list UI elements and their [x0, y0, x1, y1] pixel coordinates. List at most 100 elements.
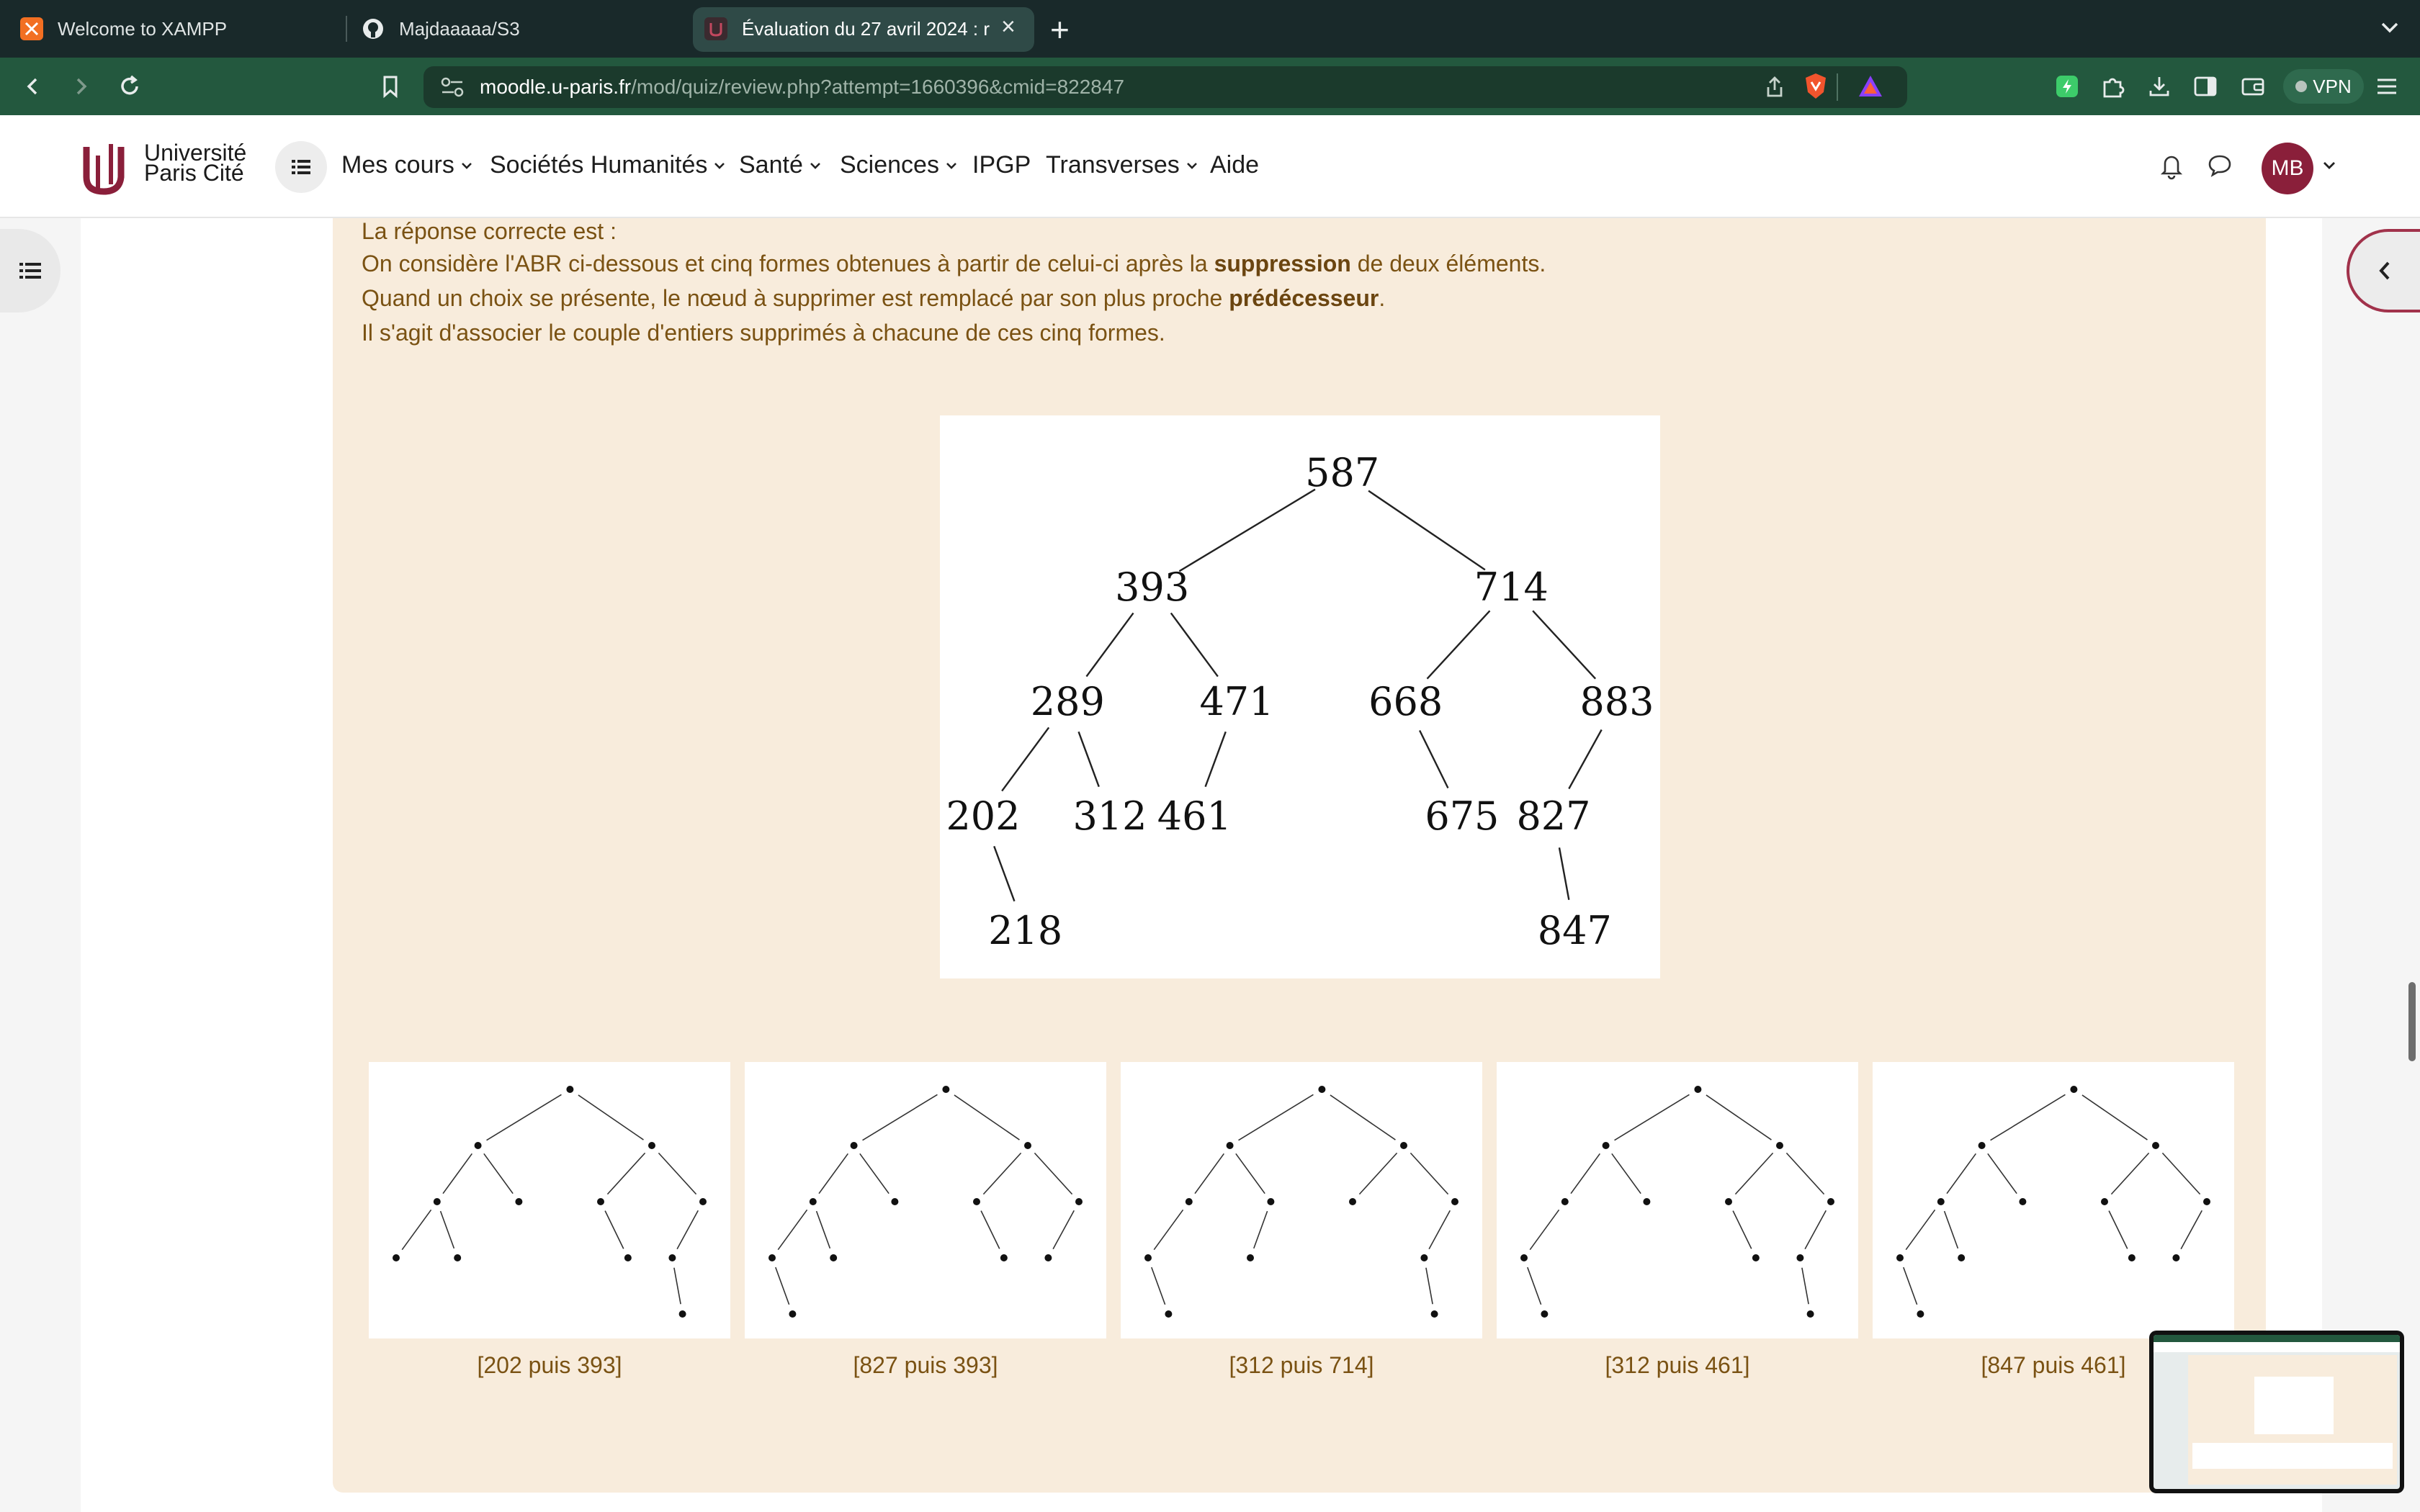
forward-icon[interactable]: [66, 72, 95, 101]
screenshot-thumbnail[interactable]: [2149, 1331, 2404, 1493]
tree-edge: [859, 1153, 889, 1194]
tree-edge: [1804, 1210, 1827, 1250]
shape-5-answer: [847 puis 461]: [1981, 1352, 2126, 1378]
tree-edge: [1568, 729, 1603, 790]
shape-node-dot: [2152, 1142, 2159, 1149]
nav-aide[interactable]: Aide: [1210, 151, 1259, 179]
sidebar-toggle-icon[interactable]: [2191, 72, 2220, 101]
site-settings-icon[interactable]: [439, 75, 465, 103]
tab-quiz-label[interactable]: Évaluation du 27 avril 2024 : r: [704, 0, 1000, 58]
course-index-button[interactable]: [275, 141, 327, 193]
feedback-line-2: Quand un choix se présente, le nœud à su…: [362, 285, 1386, 311]
omnibox-divider: [1837, 73, 1838, 101]
tab-title: Majdaaaaa/S3: [399, 17, 520, 40]
chevron-down-icon: [1186, 162, 1197, 169]
shape-node-dot: [1024, 1142, 1031, 1149]
brave-shields-icon[interactable]: [1803, 72, 1829, 104]
shape-2: [745, 1062, 1106, 1338]
shape-tree-svg: [1896, 1086, 2210, 1318]
logo-text: Université Paris Cité: [144, 140, 247, 186]
tree-node-668: 668: [1368, 679, 1443, 724]
nav-sciences[interactable]: Sciences: [840, 151, 958, 179]
tree-edge: [1905, 1209, 1936, 1251]
bookmark-icon[interactable]: [376, 72, 405, 101]
tree-edge: [401, 1209, 432, 1251]
shape-node-dot: [1776, 1142, 1783, 1149]
tree-edge: [1085, 612, 1134, 678]
upc-logo-icon: [83, 144, 125, 195]
close-tab-icon[interactable]: ×: [1001, 13, 1016, 40]
tree-node-675: 675: [1425, 793, 1499, 839]
tree-edge: [442, 1153, 473, 1194]
tree-edge: [1153, 1209, 1184, 1251]
tree-node-883: 883: [1579, 679, 1654, 724]
tab-active-quiz[interactable]: [693, 7, 1034, 52]
course-index-drawer-toggle[interactable]: [0, 229, 60, 312]
shape-node-dot: [1267, 1198, 1275, 1205]
shape-node-dot: [1451, 1198, 1458, 1205]
tree-edge: [980, 1210, 1000, 1249]
shape-node-dot: [1643, 1198, 1651, 1205]
tree-edge: [1410, 1152, 1449, 1195]
tree-edge: [982, 1152, 1022, 1195]
university-logo[interactable]: Université Paris Cité: [79, 138, 259, 196]
tree-edge: [1178, 488, 1316, 572]
shape-node-dot: [1541, 1310, 1549, 1318]
shape-node-dot: [1165, 1310, 1173, 1318]
shape-node-dot: [454, 1254, 462, 1261]
browser-tab-strip: Welcome to XAMPP Majdaaaaa/S3 Évaluation…: [0, 0, 2420, 58]
tree-node-714: 714: [1474, 564, 1549, 610]
download-icon[interactable]: [2145, 72, 2174, 101]
nav-label: Mes cours: [341, 151, 454, 179]
user-avatar[interactable]: MB: [2262, 143, 2313, 194]
nav-societes-humanites[interactable]: Sociétés Humanités: [490, 151, 726, 179]
tab-list-chevron-icon[interactable]: [2377, 14, 2403, 44]
extensions-puzzle-icon[interactable]: [2099, 72, 2128, 101]
chevron-left-icon: [2379, 261, 2390, 280]
nav-ipgp[interactable]: IPGP: [972, 151, 1031, 179]
share-icon[interactable]: [1763, 75, 1786, 103]
address-bar[interactable]: moodle.u-paris.fr/mod/quiz/review.php?at…: [424, 66, 1907, 108]
nav-mes-cours[interactable]: Mes cours: [341, 151, 473, 179]
thumb-toolbar: [2154, 1335, 2400, 1342]
notifications-bell-icon[interactable]: [2159, 151, 2184, 184]
tree-edge: [815, 1210, 831, 1249]
nav-sante[interactable]: Santé: [739, 151, 822, 179]
new-tab-icon[interactable]: +: [1050, 11, 1070, 48]
tree-edge: [1151, 1266, 1166, 1305]
shape-node-dot: [1896, 1254, 1904, 1261]
wallet-icon[interactable]: [2238, 72, 2267, 101]
shape-node-dot: [1247, 1254, 1254, 1261]
brave-rewards-icon[interactable]: [1857, 73, 1884, 103]
tab-github[interactable]: Majdaaaaa/S3: [362, 0, 671, 58]
menu-hamburger-icon[interactable]: [2372, 72, 2401, 101]
tree-edge: [2110, 1152, 2150, 1195]
nav-transverses[interactable]: Transverses: [1046, 151, 1198, 179]
list-icon: [292, 160, 310, 174]
block-drawer-toggle[interactable]: [2347, 229, 2420, 312]
page-scrollbar[interactable]: [2408, 982, 2416, 1061]
tree-edge: [1611, 1153, 1641, 1194]
tree-edge: [1426, 610, 1491, 680]
user-menu-chevron-icon[interactable]: [2322, 160, 2336, 175]
nav-label: Transverses: [1046, 151, 1180, 179]
tree-edge: [2161, 1152, 2201, 1195]
shape-node-dot: [678, 1310, 686, 1318]
reload-icon[interactable]: [115, 72, 144, 101]
shape-node-dot: [768, 1254, 776, 1261]
shape-node-dot: [1796, 1254, 1804, 1261]
tree-edge: [1204, 731, 1227, 788]
tab-xampp[interactable]: Welcome to XAMPP: [20, 0, 330, 58]
vpn-button[interactable]: VPN: [2283, 69, 2364, 104]
nav-label: IPGP: [972, 151, 1031, 179]
tree-edge: [1170, 612, 1219, 678]
back-icon[interactable]: [19, 72, 48, 101]
shape-node-dot: [668, 1254, 676, 1261]
shape-node-dot: [1349, 1198, 1356, 1205]
shape-node-dot: [566, 1086, 574, 1093]
tree-edge: [604, 1210, 624, 1249]
tree-edge: [1614, 1094, 1690, 1141]
extension-green-icon[interactable]: [2053, 72, 2081, 101]
shape-node-dot: [2203, 1198, 2210, 1205]
messages-chat-icon[interactable]: [2207, 153, 2233, 182]
